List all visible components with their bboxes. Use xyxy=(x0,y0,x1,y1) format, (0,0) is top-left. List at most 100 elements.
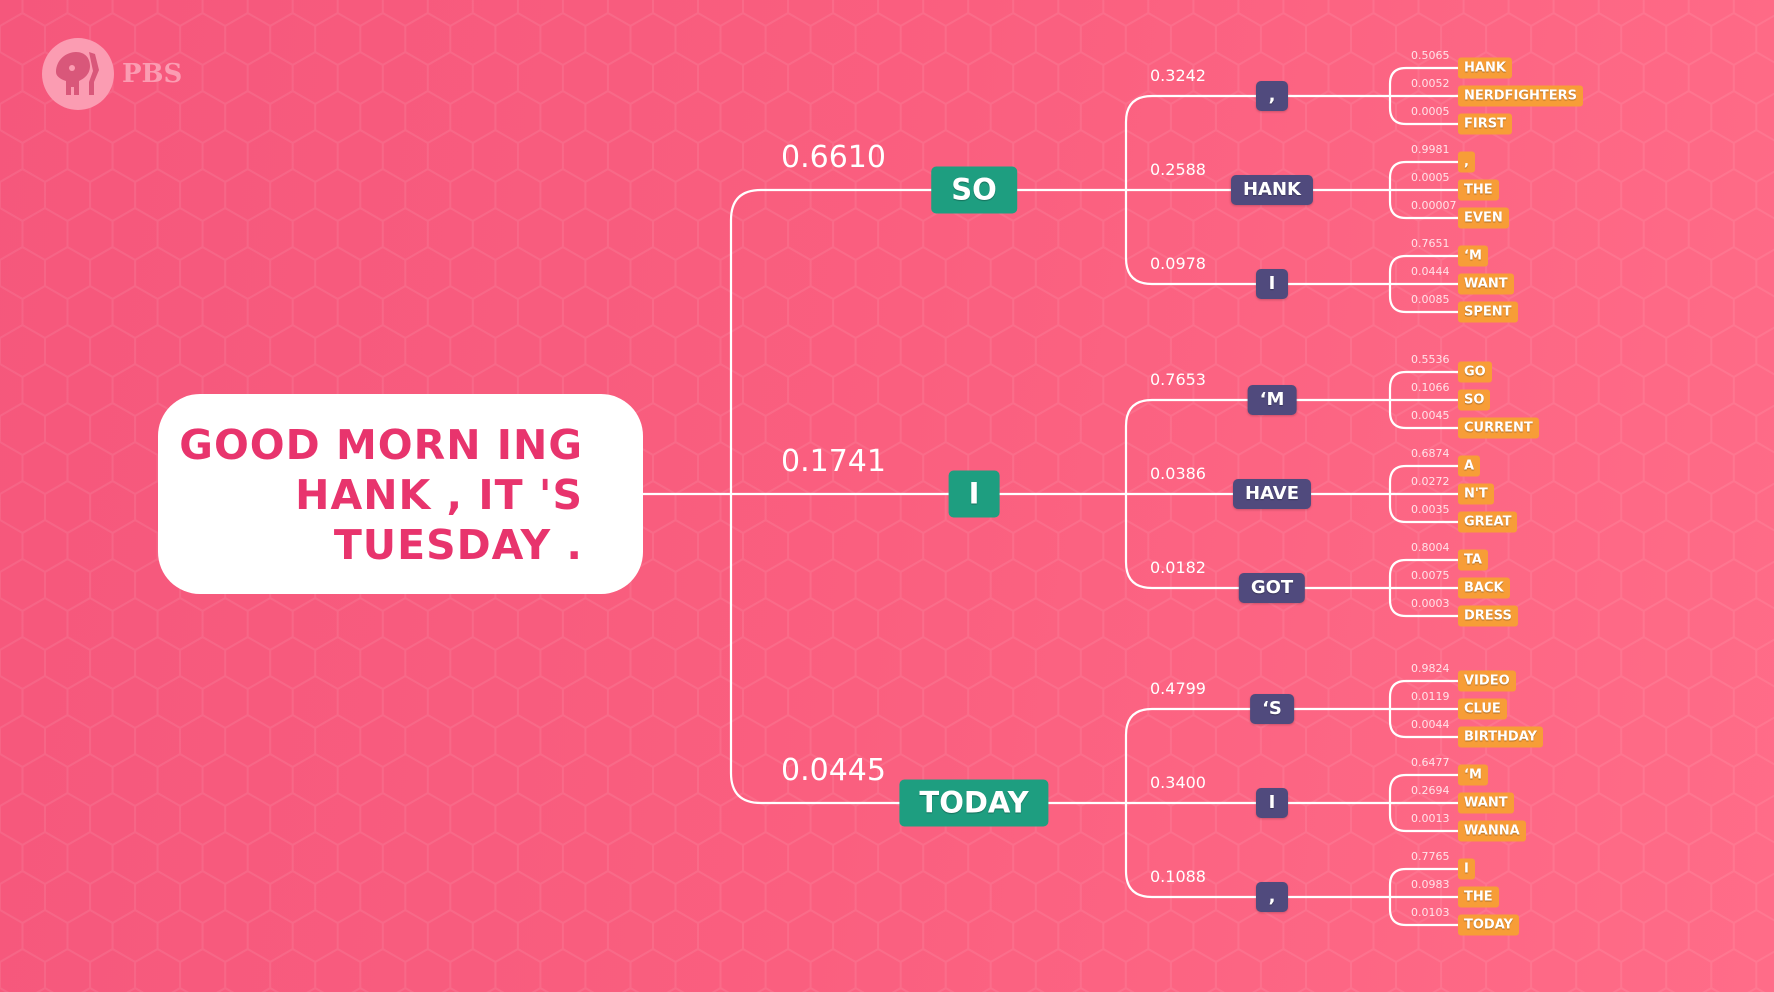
level3-word-node: HANK xyxy=(1458,57,1512,79)
level2-connector xyxy=(1124,94,1272,190)
level3-word-node: GO xyxy=(1458,361,1492,383)
pbs-logo: PBS xyxy=(42,38,182,110)
level3-word-node: N'T xyxy=(1458,483,1494,505)
level3-connector xyxy=(1388,464,1458,494)
level1-probability: 0.0445 xyxy=(781,753,886,788)
level3-probability: 0.5065 xyxy=(1411,49,1450,62)
pbs-logo-text: PBS xyxy=(122,59,183,89)
level2-word-node: I xyxy=(1256,269,1288,299)
level3-connector xyxy=(1388,773,1458,803)
level2-word-node: I xyxy=(1256,788,1288,818)
level2-word-node: HANK xyxy=(1230,175,1314,205)
level3-word-node: BACK xyxy=(1458,577,1510,599)
level3-connector xyxy=(1388,284,1458,314)
level3-word-node: SO xyxy=(1458,389,1491,411)
level3-word-node: TA xyxy=(1458,549,1488,571)
level3-word-node: THE xyxy=(1458,179,1499,201)
level3-word-node: I xyxy=(1458,858,1475,880)
level3-word-node: VIDEO xyxy=(1458,670,1516,692)
level3-connector xyxy=(1388,400,1458,430)
level3-probability: 0.0444 xyxy=(1411,265,1450,278)
level3-probability: 0.1066 xyxy=(1411,381,1450,394)
level3-word-node: TODAY xyxy=(1458,914,1519,936)
level3-word-node: WANNA xyxy=(1458,820,1526,842)
level2-word-node: HAVE xyxy=(1233,479,1311,509)
level2-word-node: GOT xyxy=(1238,573,1306,603)
level3-probability: 0.7651 xyxy=(1411,237,1450,250)
level3-probability: 0.0005 xyxy=(1411,105,1450,118)
level3-word-node: ‘M xyxy=(1458,764,1488,786)
level3-probability: 0.0085 xyxy=(1411,293,1450,306)
level3-probability: 0.0103 xyxy=(1411,906,1450,919)
level2-probability: 0.0978 xyxy=(1150,254,1206,273)
level2-connector xyxy=(1124,707,1272,803)
level3-probability: 0.0013 xyxy=(1411,812,1450,825)
level3-connector xyxy=(1388,679,1458,709)
level3-probability: 0.0045 xyxy=(1411,409,1450,422)
level2-probability: 0.0182 xyxy=(1150,558,1206,577)
level3-word-node: FIRST xyxy=(1458,113,1512,135)
level3-word-node: THE xyxy=(1458,886,1499,908)
level3-word-node: SPENT xyxy=(1458,301,1518,323)
level1-word-node: TODAY xyxy=(899,779,1049,827)
level2-probability: 0.3242 xyxy=(1150,66,1206,85)
input-sentence-line: HANK , IT 'S xyxy=(295,471,583,519)
level1-word-node: I xyxy=(948,470,1000,518)
level3-probability: 0.8004 xyxy=(1411,541,1450,554)
level2-connector xyxy=(1124,494,1272,590)
input-sentence-line: TUESDAY . xyxy=(333,521,583,569)
level2-connector xyxy=(1124,398,1272,494)
level2-word-node: , xyxy=(1256,882,1288,912)
level2-probability: 0.0386 xyxy=(1150,464,1206,483)
level3-word-node: EVEN xyxy=(1458,207,1509,229)
level2-probability: 0.4799 xyxy=(1150,679,1206,698)
level3-probability: 0.5536 xyxy=(1411,353,1450,366)
level3-connector xyxy=(1388,254,1458,284)
level3-word-node: ‘M xyxy=(1458,245,1488,267)
level3-probability: 0.00007 xyxy=(1411,199,1457,212)
input-sentence-box: GOOD MORN ING HANK , IT 'S TUESDAY . xyxy=(158,394,643,594)
level3-connector xyxy=(1388,66,1458,96)
level3-probability: 0.2694 xyxy=(1411,784,1450,797)
level3-probability: 0.0005 xyxy=(1411,171,1450,184)
input-sentence-line: GOOD MORN ING xyxy=(179,421,583,469)
level3-probability: 0.0075 xyxy=(1411,569,1450,582)
level1-probability: 0.6610 xyxy=(781,140,886,175)
level3-probability: 0.9824 xyxy=(1411,662,1450,675)
level2-word-node: , xyxy=(1256,81,1288,111)
pbs-head-icon xyxy=(42,38,114,110)
level3-connector xyxy=(1388,190,1458,220)
level2-word-node: ‘S xyxy=(1250,694,1294,724)
level3-word-node: NERDFIGHTERS xyxy=(1458,85,1583,107)
level3-probability: 0.7765 xyxy=(1411,850,1450,863)
level3-probability: 0.6477 xyxy=(1411,756,1450,769)
level3-word-node: A xyxy=(1458,455,1481,477)
level3-probability: 0.0044 xyxy=(1411,718,1450,731)
level3-word-node: BIRTHDAY xyxy=(1458,726,1543,748)
level3-probability: 0.0003 xyxy=(1411,597,1450,610)
level3-connector xyxy=(1388,96,1458,126)
level3-connector xyxy=(1388,370,1458,400)
level3-connector xyxy=(1388,709,1458,739)
level3-connector xyxy=(1388,494,1458,524)
level3-connector xyxy=(1388,558,1458,588)
level3-probability: 0.6874 xyxy=(1411,447,1450,460)
level2-connector xyxy=(1124,190,1272,286)
level3-connector xyxy=(1388,160,1458,190)
level2-probability: 0.3400 xyxy=(1150,773,1206,792)
level3-word-node: CLUE xyxy=(1458,698,1507,720)
level1-word-node: SO xyxy=(931,166,1017,214)
level3-probability: 0.0119 xyxy=(1411,690,1450,703)
level3-connector xyxy=(1388,897,1458,927)
level1-connector xyxy=(729,188,974,494)
level2-word-node: ‘M xyxy=(1247,385,1297,415)
level3-word-node: CURRENT xyxy=(1458,417,1539,439)
level3-word-node: WANT xyxy=(1458,273,1514,295)
level3-connector xyxy=(1388,803,1458,833)
level3-probability: 0.0272 xyxy=(1411,475,1450,488)
level3-probability: 0.0035 xyxy=(1411,503,1450,516)
level3-word-node: , xyxy=(1458,151,1475,173)
level2-probability: 0.2588 xyxy=(1150,160,1206,179)
level3-connector xyxy=(1388,588,1458,618)
level2-probability: 0.1088 xyxy=(1150,867,1206,886)
